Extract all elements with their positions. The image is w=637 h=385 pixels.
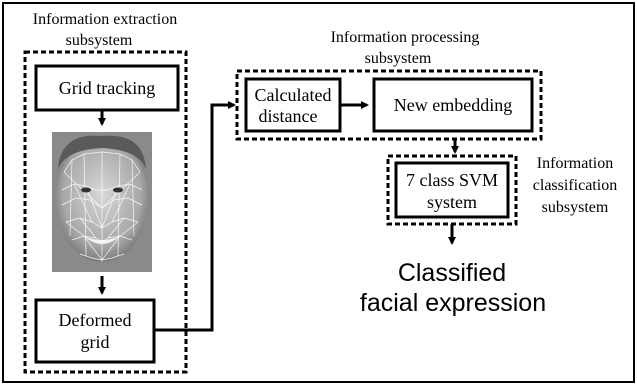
processing-subsystem-label-1: Information processing [331,29,480,46]
svm-block[interactable] [394,161,510,219]
deformed-grid-label-2: grid [81,332,110,352]
output-label-1: Classified [398,259,506,287]
new-embedding-label: New embedding [394,95,512,115]
output-label-2: facial expression [360,289,546,317]
svm-label-1: 7 class SVM [406,170,498,190]
grid-tracking-block[interactable] [34,64,180,112]
extraction-subsystem-box [23,50,188,374]
deformed-grid-block[interactable] [34,298,156,364]
calculated-distance-label-2: distance [259,106,318,126]
classification-subsystem-label-3: subsystem [542,199,609,216]
calculated-distance-block[interactable] [244,77,342,133]
classification-subsystem-label-2: classification [533,177,617,194]
classification-subsystem-label-1: Information [537,155,613,172]
calculated-distance-label-1: Calculated [255,85,332,105]
extraction-subsystem-label-1: Information extraction [33,11,177,28]
face-mesh-image [52,132,152,272]
processing-subsystem-label-2: subsystem [365,50,432,67]
extraction-subsystem-label-2: subsystem [66,32,133,49]
new-embedding-block[interactable] [372,77,534,133]
grid-tracking-label: Grid tracking [59,78,155,98]
deformed-grid-label-1: Deformed [59,310,132,330]
processing-subsystem-box [235,69,543,141]
svm-label-2: system [427,192,477,212]
arrow-deformed-to-distance [154,101,236,332]
